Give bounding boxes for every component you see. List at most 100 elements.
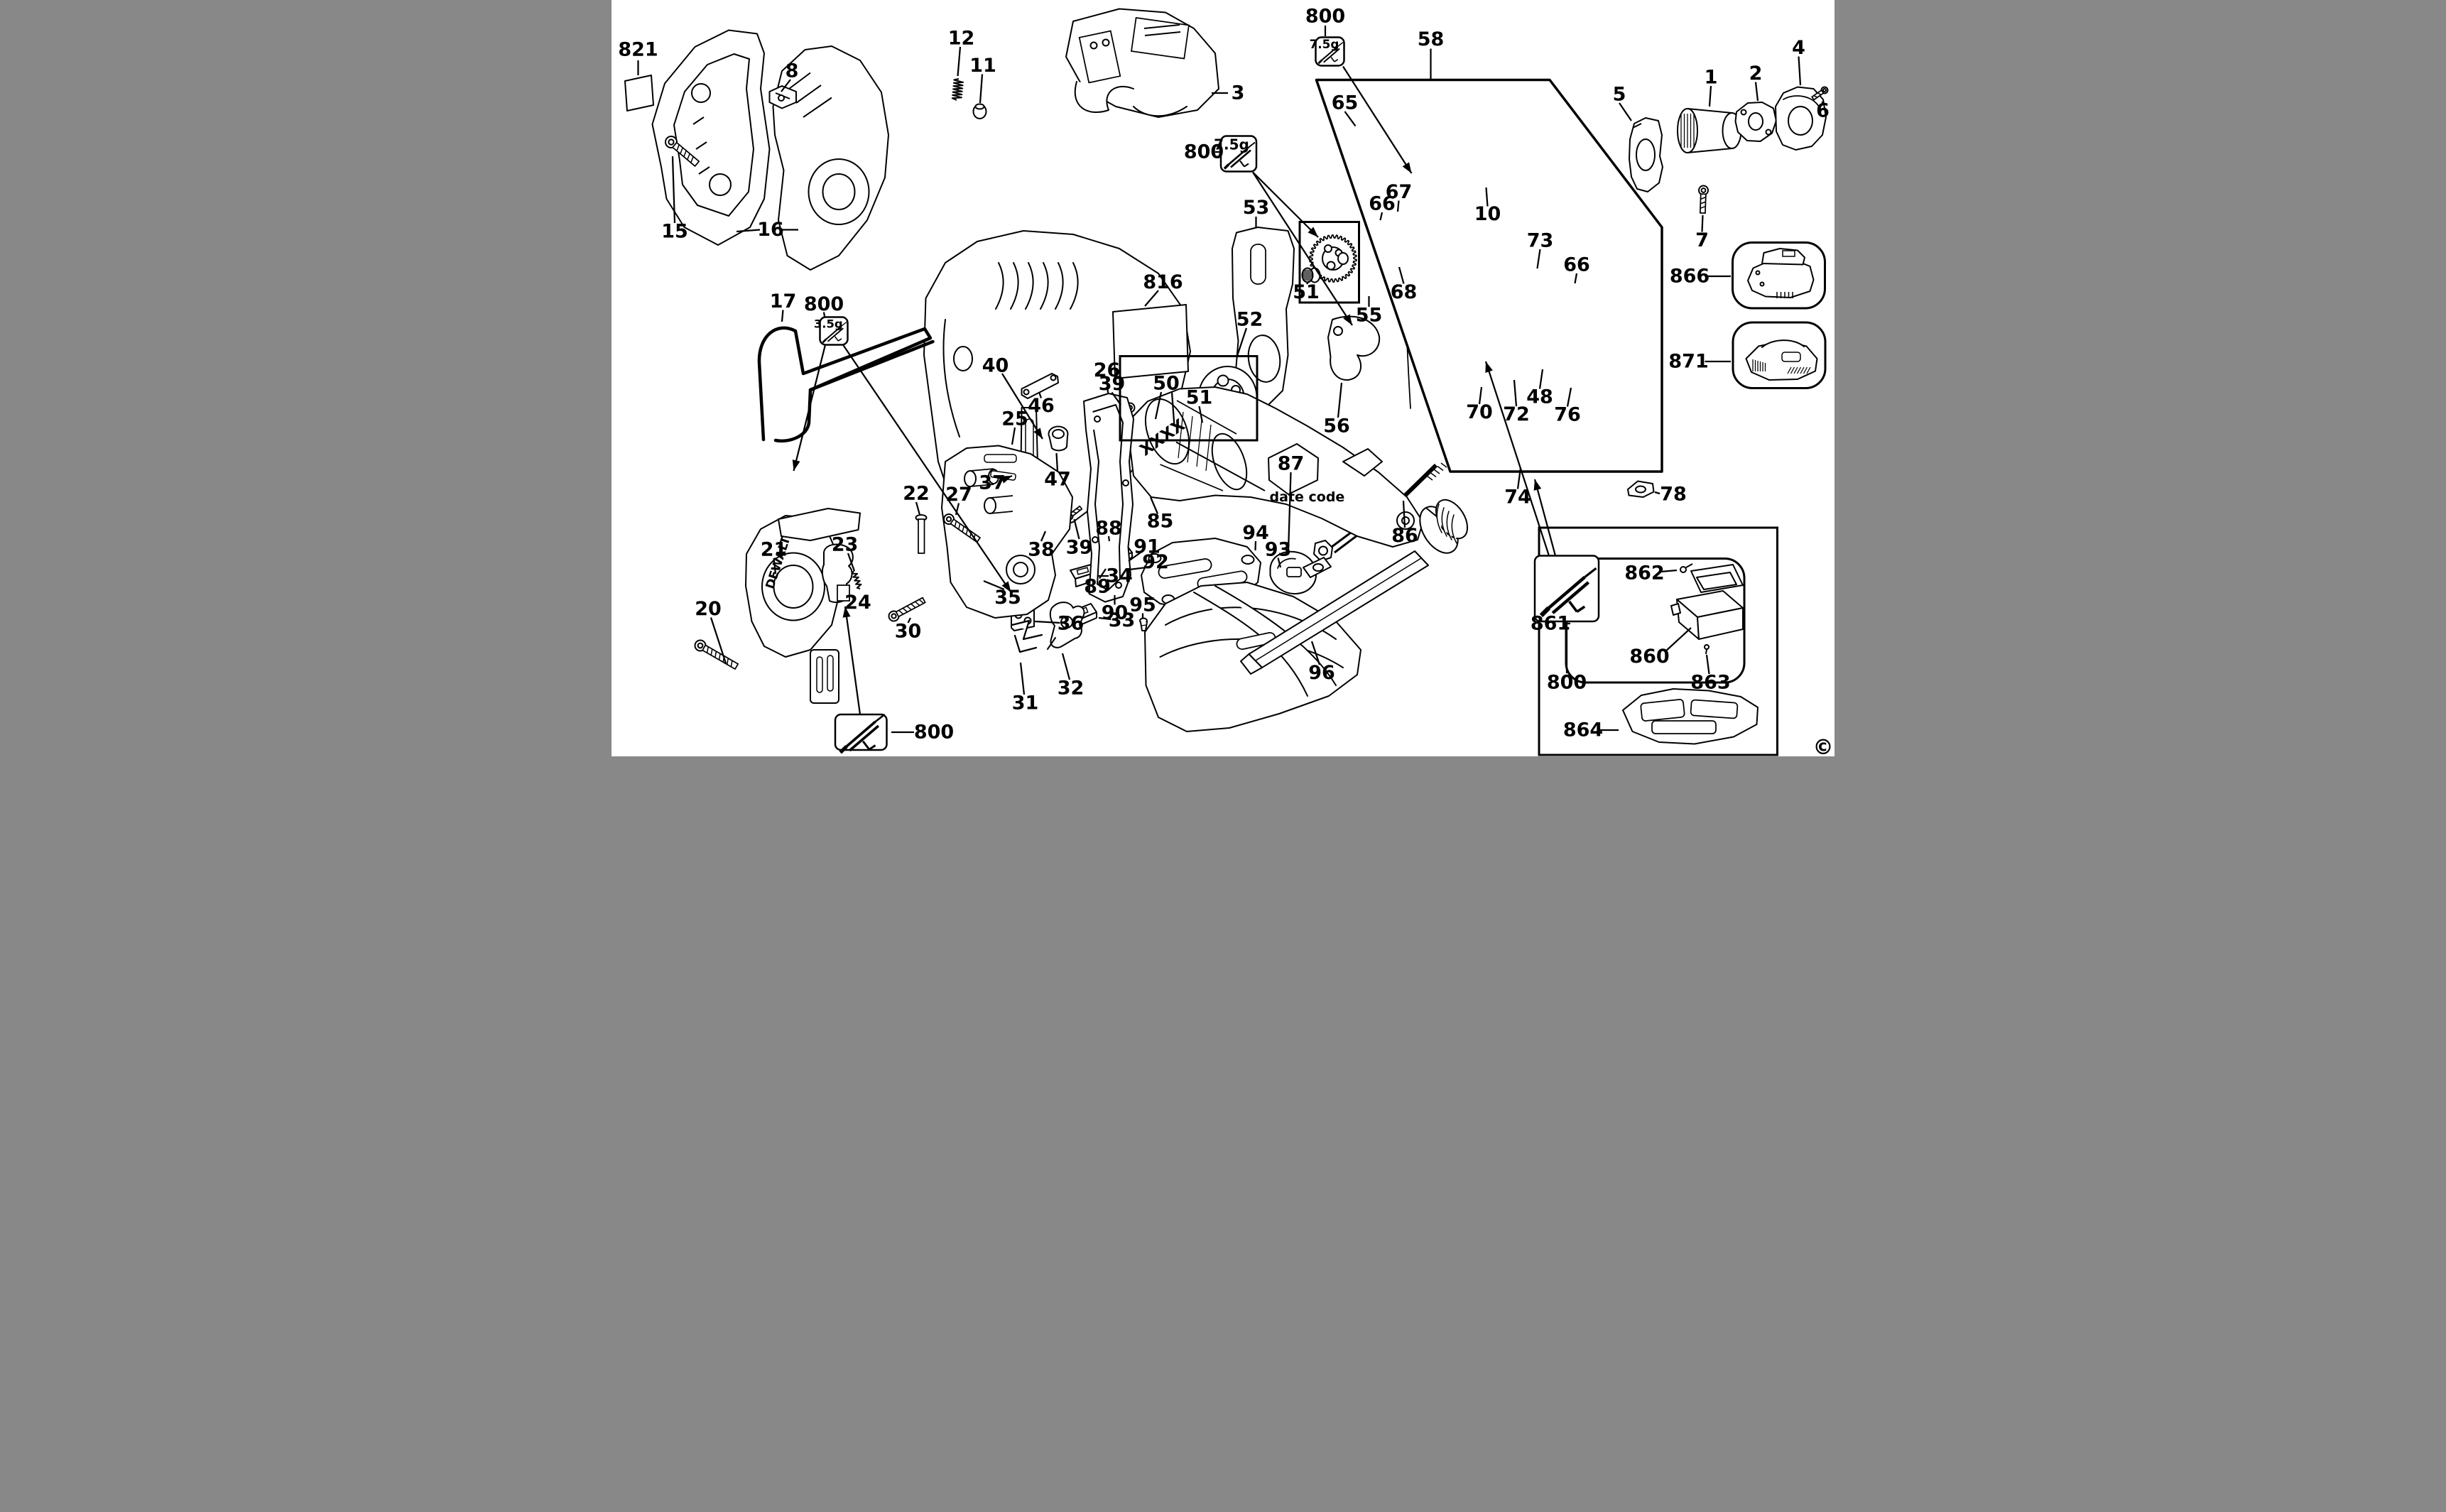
callout-15: 15	[661, 156, 688, 243]
callout-35: 35	[983, 580, 1021, 609]
svg-text:24: 24	[844, 592, 871, 614]
callout-74: 74	[1504, 467, 1531, 508]
part-sketches-layer	[624, 8, 1829, 745]
callout-24: 24	[844, 592, 871, 614]
callout-85: 85	[1147, 496, 1173, 533]
button-11	[972, 103, 987, 119]
svg-text:73: 73	[1527, 230, 1554, 252]
callout-10: 10	[1474, 187, 1501, 225]
callout-56: 56	[1323, 382, 1350, 437]
gear-housing-25	[941, 445, 1073, 619]
dust-tube-93	[1240, 499, 1469, 675]
callout-2: 2	[1749, 62, 1763, 102]
callout-73: 73	[1527, 230, 1554, 269]
svg-text:8: 8	[786, 60, 799, 82]
grease-syringe-icon	[1317, 42, 1344, 65]
svg-text:88: 88	[1095, 518, 1122, 540]
svg-text:5: 5	[1613, 84, 1626, 106]
callout-33: 33	[1098, 609, 1135, 631]
svg-text:2: 2	[1749, 62, 1763, 85]
bracket-2	[1734, 102, 1777, 142]
region-55	[1298, 221, 1360, 304]
callout-96: 96	[1308, 641, 1335, 684]
link-46	[1021, 373, 1059, 399]
callout-4: 4	[1792, 37, 1805, 86]
svg-text:816: 816	[1143, 271, 1183, 293]
svg-text:67: 67	[1386, 181, 1413, 203]
callout-30: 30	[895, 617, 921, 643]
svg-text:22: 22	[903, 483, 930, 505]
svg-text:53: 53	[1243, 197, 1270, 219]
callout-37: 37	[979, 472, 1013, 494]
svg-text:66: 66	[1369, 193, 1396, 215]
svg-text:90: 90	[1102, 602, 1129, 624]
callout-23: 23	[832, 534, 859, 572]
clip-8	[768, 85, 797, 109]
screw-6	[1811, 86, 1829, 101]
callout-6: 6	[1816, 100, 1830, 122]
svg-text:1: 1	[1705, 67, 1718, 89]
svg-text:47: 47	[1044, 469, 1071, 491]
region-kit	[1538, 526, 1778, 756]
callout-864: 864	[1563, 719, 1619, 741]
svg-text:4: 4	[1792, 37, 1805, 59]
svg-text:50: 50	[1153, 373, 1180, 395]
svg-text:89: 89	[1084, 576, 1111, 598]
svg-text:3: 3	[1232, 82, 1245, 104]
svg-text:86: 86	[1391, 525, 1418, 547]
screw-20	[694, 639, 739, 670]
callout-1: 1	[1705, 67, 1718, 107]
svg-text:821: 821	[618, 39, 658, 61]
callout-21: 21	[761, 539, 787, 575]
svg-text:95: 95	[1129, 594, 1156, 616]
svg-text:92: 92	[1142, 551, 1169, 573]
svg-text:6: 6	[1816, 100, 1830, 122]
svg-text:72: 72	[1503, 403, 1530, 425]
callout-816: 816	[1143, 271, 1183, 307]
svg-text:862: 862	[1624, 562, 1664, 584]
callout-16: 16	[736, 219, 798, 241]
svg-text:861: 861	[1531, 613, 1570, 635]
svg-text:58: 58	[1418, 28, 1445, 50]
callout-76: 76	[1554, 387, 1581, 426]
callout-17: 17	[770, 290, 796, 322]
date-code-label: date code	[1175, 441, 1345, 505]
svg-text:66: 66	[1563, 254, 1590, 276]
svg-text:94: 94	[1242, 522, 1269, 544]
callout-3: 3	[1212, 82, 1244, 104]
svg-text:37: 37	[979, 472, 1006, 494]
callout-88: 88	[1095, 518, 1122, 542]
wire-stand-17	[757, 326, 935, 443]
screw-7	[1698, 185, 1709, 214]
svg-text:91: 91	[1134, 536, 1161, 558]
svg-text:56: 56	[1323, 415, 1350, 437]
copyright: ©	[1813, 735, 1834, 756]
svg-text:76: 76	[1554, 404, 1581, 426]
latch-24	[821, 543, 854, 603]
switch-wire-assembly-3	[1065, 8, 1219, 118]
svg-text:26: 26	[1094, 359, 1121, 381]
svg-text:52: 52	[1236, 309, 1263, 331]
screw-862	[1680, 563, 1693, 573]
svg-text:38: 38	[1028, 539, 1055, 561]
callout-20: 20	[695, 598, 727, 664]
end-cap-4	[1775, 86, 1827, 151]
svg-text:871: 871	[1668, 351, 1708, 373]
svg-text:93: 93	[1265, 539, 1292, 561]
svg-text:date code: date code	[1270, 489, 1345, 505]
label-sticker-816	[1112, 304, 1189, 379]
region-52	[1119, 355, 1259, 442]
svg-text:39: 39	[1099, 373, 1126, 395]
svg-text:23: 23	[832, 534, 859, 556]
svg-text:866: 866	[1670, 266, 1710, 288]
charger-871	[1745, 339, 1818, 381]
callout-53: 53	[1243, 197, 1270, 227]
callout-72: 72	[1503, 379, 1530, 425]
callout-91: 91	[1128, 536, 1161, 562]
callout-821: 821	[618, 39, 658, 75]
